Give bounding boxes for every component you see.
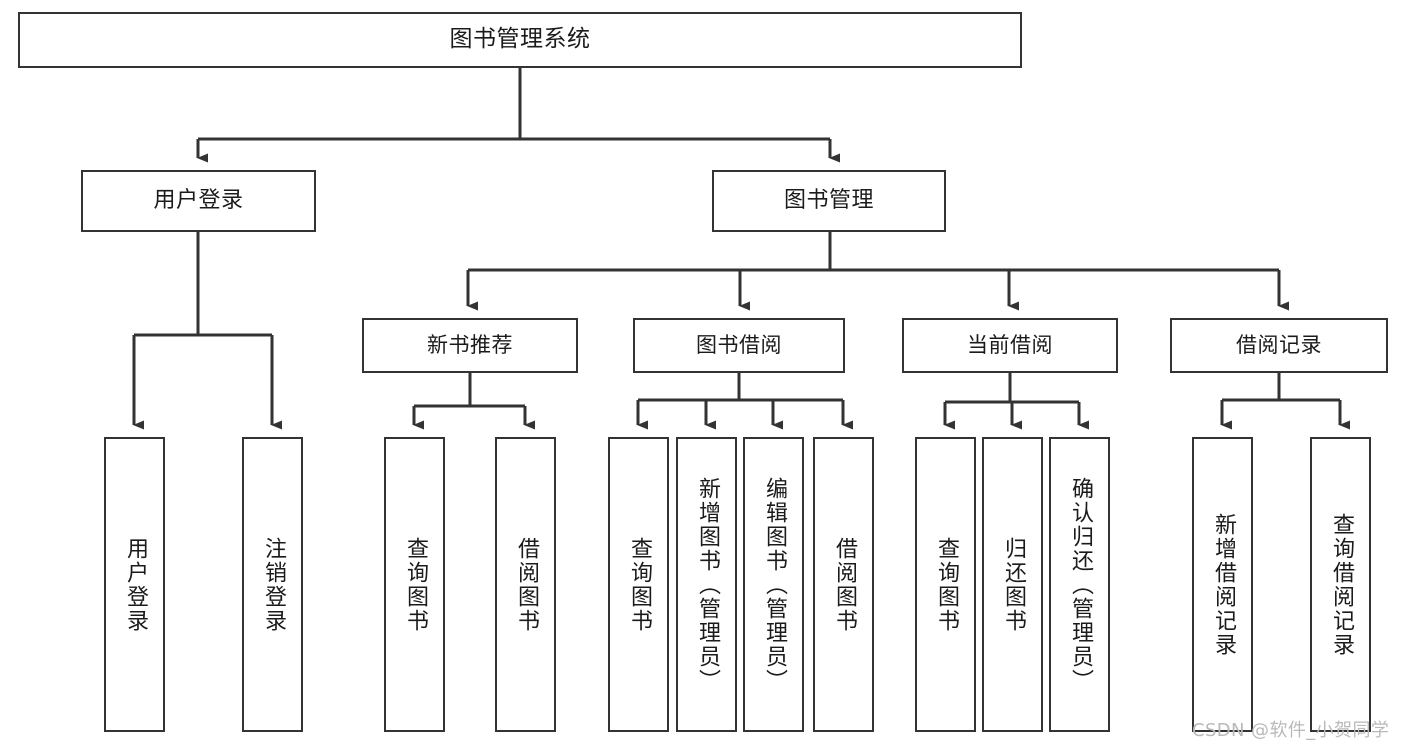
node-label: 注销登录 (260, 536, 286, 633)
node-leaf-query-book-borrow[interactable]: 查询图书 (608, 437, 669, 732)
node-leaf-query-book-recommend[interactable]: 查询图书 (384, 437, 445, 732)
node-leaf-query-book-current[interactable]: 查询图书 (915, 437, 976, 732)
node-root-system[interactable]: 图书管理系统 (18, 12, 1022, 68)
node-leaf-return-book[interactable]: 归还图书 (982, 437, 1043, 732)
node-label: 用户登录 (122, 536, 148, 633)
node-label: 确认归还（管理员） (1067, 476, 1093, 693)
node-leaf-add-borrow-record[interactable]: 新增借阅记录 (1192, 437, 1253, 732)
node-leaf-user-login[interactable]: 用户登录 (104, 437, 165, 732)
node-new-book-recommend[interactable]: 新书推荐 (362, 318, 578, 373)
node-label: 借阅记录 (1236, 333, 1322, 358)
node-leaf-confirm-return-admin[interactable]: 确认归还（管理员） (1049, 437, 1110, 732)
node-book-borrow[interactable]: 图书借阅 (633, 318, 845, 373)
node-label: 编辑图书（管理员） (761, 476, 787, 693)
node-label: 用户登录 (153, 188, 244, 214)
node-leaf-add-book-admin[interactable]: 新增图书（管理员） (676, 437, 737, 732)
node-label: 查询图书 (402, 536, 428, 633)
node-label: 图书借阅 (696, 333, 782, 358)
node-label: 借阅图书 (513, 536, 539, 633)
node-label: 查询借阅记录 (1328, 512, 1354, 657)
node-leaf-borrow-book-recommend[interactable]: 借阅图书 (495, 437, 556, 732)
node-label: 新书推荐 (427, 333, 513, 358)
node-current-borrow[interactable]: 当前借阅 (902, 318, 1118, 373)
node-leaf-edit-book-admin[interactable]: 编辑图书（管理员） (743, 437, 804, 732)
node-label: 查询图书 (626, 536, 652, 633)
node-label: 归还图书 (1000, 536, 1026, 633)
node-book-management[interactable]: 图书管理 (712, 170, 946, 232)
node-label: 新增借阅记录 (1210, 512, 1236, 657)
node-leaf-logout[interactable]: 注销登录 (242, 437, 303, 732)
node-label: 查询图书 (933, 536, 959, 633)
node-label: 图书管理 (783, 188, 874, 214)
node-leaf-query-borrow-record[interactable]: 查询借阅记录 (1310, 437, 1371, 732)
node-label: 新增图书（管理员） (694, 476, 720, 693)
node-label: 借阅图书 (831, 536, 857, 633)
node-label: 当前借阅 (967, 333, 1053, 358)
node-leaf-borrow-book[interactable]: 借阅图书 (813, 437, 874, 732)
node-borrow-record[interactable]: 借阅记录 (1170, 318, 1388, 373)
node-label: 图书管理系统 (449, 26, 591, 53)
node-user-login[interactable]: 用户登录 (81, 170, 316, 232)
csdn-watermark: CSDN @软件_小贺同学 (1192, 720, 1390, 741)
